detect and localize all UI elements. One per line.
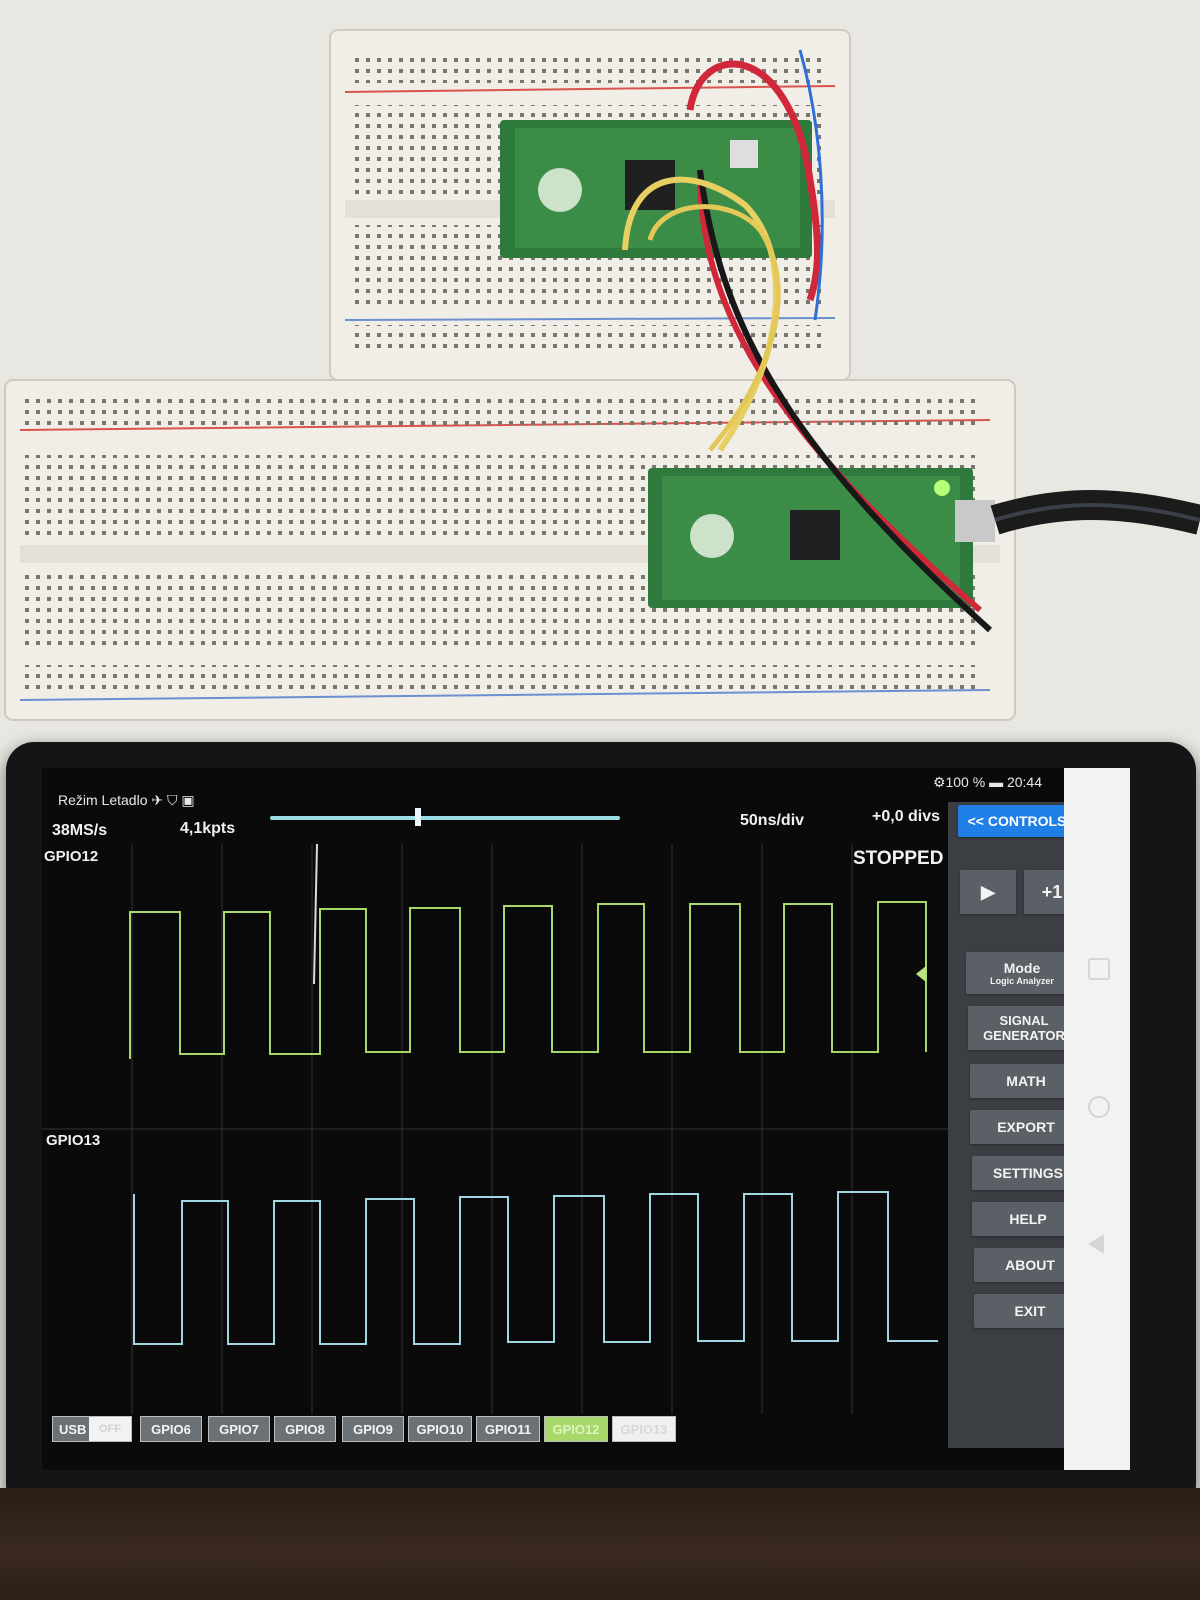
- channel-chip-gpio7[interactable]: GPIO7: [208, 1416, 270, 1442]
- usb-state: OFF: [89, 1417, 131, 1441]
- acquisition-state: STOPPED: [853, 848, 944, 869]
- mode-button[interactable]: Mode Logic Analyzer: [966, 952, 1078, 994]
- channel-chip-gpio12[interactable]: GPIO12: [544, 1416, 608, 1442]
- channel-chip-gpio8[interactable]: GPIO8: [274, 1416, 336, 1442]
- channel-chip-gpio13[interactable]: GPIO13: [612, 1416, 676, 1442]
- grid: [42, 844, 948, 1414]
- channel-label-gpio12: GPIO12: [44, 848, 99, 865]
- channel-chip-gpio6[interactable]: GPIO6: [140, 1416, 202, 1442]
- channel-chip-gpio9[interactable]: GPIO9: [342, 1416, 404, 1442]
- timebase: 50ns/div: [740, 812, 805, 829]
- status-bar: Režim Letadlo ✈ ⛉ ▣ ⚙100 % ▬ 20:44: [42, 768, 1130, 808]
- channel-chip-gpio10[interactable]: GPIO10: [408, 1416, 472, 1442]
- play-button[interactable]: ▶: [960, 870, 1016, 914]
- point-count: 4,1kpts: [180, 820, 236, 837]
- status-clock-battery: ⚙100 % ▬ 20:44: [932, 774, 1042, 790]
- timeline-slider[interactable]: [270, 816, 620, 820]
- usb-label: USB: [59, 1421, 87, 1437]
- home-icon[interactable]: [1088, 1096, 1110, 1118]
- system-nav-bar: [1064, 768, 1130, 1470]
- table-surface: [0, 1488, 1200, 1600]
- timeline-slider-thumb[interactable]: [415, 808, 421, 826]
- waveform-plot[interactable]: [42, 844, 948, 1444]
- signal-generator-button[interactable]: SIGNAL GENERATOR: [968, 1006, 1080, 1050]
- trigger-marker-icon: [916, 966, 926, 982]
- horizontal-offset: +0,0 divs: [872, 808, 941, 825]
- controls-button[interactable]: << CONTROLS: [958, 805, 1076, 837]
- back-icon[interactable]: [1088, 1234, 1104, 1254]
- trace-gpio12: [129, 901, 927, 1059]
- math-button[interactable]: MATH: [970, 1064, 1082, 1098]
- mode-button-label: Mode: [1003, 960, 1041, 976]
- channel-chip-gpio11[interactable]: GPIO11: [476, 1416, 540, 1442]
- mode-button-value: Logic Analyzer: [990, 976, 1054, 986]
- channel-bar: USB OFF GPIO6 GPIO7 GPIO8 GPIO9 GPIO10 G…: [52, 1416, 692, 1444]
- cursor-line: [313, 844, 318, 985]
- recents-icon[interactable]: [1088, 958, 1110, 980]
- sample-rate: 38MS/s: [52, 822, 108, 839]
- channel-label-gpio13: GPIO13: [46, 1132, 101, 1149]
- status-airplane-mode: Režim Letadlo ✈ ⛉ ▣: [58, 792, 195, 808]
- usb-toggle[interactable]: USB OFF: [52, 1416, 132, 1442]
- trace-gpio13: [133, 1191, 938, 1345]
- export-button[interactable]: EXPORT: [970, 1110, 1082, 1144]
